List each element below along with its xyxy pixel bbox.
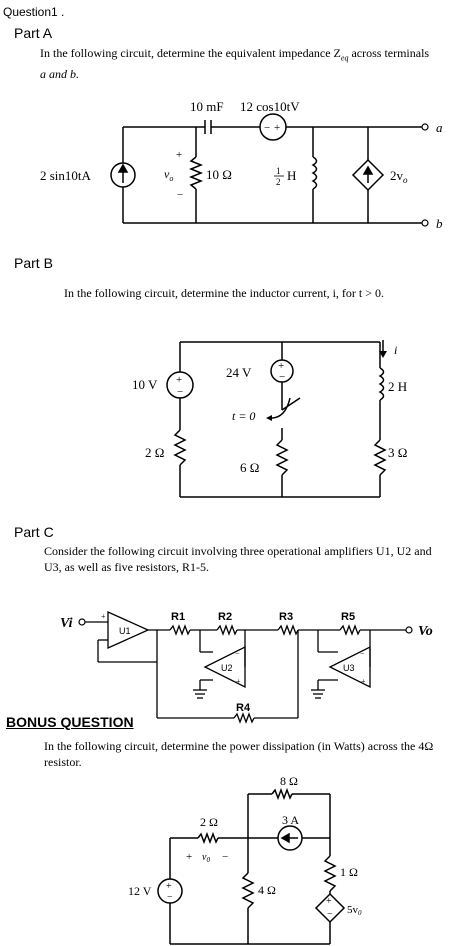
part-c-text: Consider the following circuit involving… [44,544,432,574]
svg-text:−: − [360,649,365,658]
r2-label: R2 [218,611,232,623]
circuit-part-b: + − + − 10 V 24 V t = 0 2 Ω 6 Ω 2 H 3 Ω … [132,340,407,498]
vo-label: v0 [202,852,210,864]
ind-num: 1 [276,166,281,176]
v24-label: 24 V [226,365,252,380]
svg-text:+: + [361,677,366,686]
vo-plus: + [186,851,192,863]
ind-den: 2 [276,177,281,187]
ind-label: 2 H [388,379,407,394]
part-c-heading: Part C [14,524,54,540]
circuit-bonus: 8 Ω 3 A 2 Ω + v0 − 12 V + − 4 Ω 1 Ω + − … [128,774,362,945]
svg-text:+: + [166,881,172,892]
r1-label: R1 [171,611,185,623]
term-a: a [436,120,443,135]
svg-text:−: − [167,892,173,903]
v24-minus: − [279,371,285,383]
vo-minus: − [222,851,228,863]
u1-label: U1 [119,626,131,636]
part-a-heading: Part A [14,25,53,41]
vsrc-plus: + [274,122,280,134]
ind-label: H [287,168,296,183]
r4-label: R4 [236,702,251,714]
r5-label: R5 [341,611,355,623]
vsrc-minus: − [264,122,270,134]
bonus-text: In the following circuit, determine the … [44,739,434,769]
svg-text:−: − [101,636,106,645]
vi-label: Vi [60,616,73,631]
u3-label: U3 [343,663,355,673]
svg-text:+: + [236,677,241,686]
term-b: b [436,216,443,231]
r1-label: 1 Ω [340,865,358,879]
part-b-text: In the following circuit, determine the … [64,286,385,300]
res-label: 10 Ω [206,167,232,182]
r3-label: R3 [279,611,293,623]
r6-label: 6 Ω [240,460,259,475]
v10-plus: + [176,374,182,386]
part-b-heading: Part B [14,255,53,271]
u2-label: U2 [221,663,233,673]
svg-text:+: + [326,896,332,907]
vsrc-label: 12 cos10tV [240,99,300,114]
svg-text:−: − [235,649,240,658]
v10-label: 10 V [132,377,158,392]
question-title: Question1 . [3,5,65,19]
vo-label: vo [164,167,173,183]
a3-label: 3 A [282,813,299,827]
part-a-text: In the following circuit, determine the … [40,46,430,82]
vo-minus: − [177,189,183,201]
dep-label: 5v0 [347,904,362,917]
isrc-label: 2 sin10tA [40,168,92,183]
r4-label: 4 Ω [258,883,276,897]
dep-label: 2vo [390,168,408,185]
cap-label: 10 mF [190,99,224,114]
svg-text:−: − [327,909,333,920]
r2-label: 2 Ω [200,815,218,829]
r3-label: 3 Ω [388,445,407,460]
svg-text:+: + [101,612,106,621]
current-label: i [394,343,397,357]
v12-label: 12 V [128,884,152,898]
r8-label: 8 Ω [280,774,298,788]
switch-label: t = 0 [232,409,255,423]
vo-plus: + [176,149,182,161]
circuit-part-c: Vi Vo U1 U2 U3 R1 R2 R3 R5 R4 + − − + − … [60,610,433,724]
v10-minus: − [177,386,183,398]
vo-label: Vo [418,624,433,639]
circuit-part-a: 10 mF 12 cos10tV − + 2 sin10tA + vo − 10… [40,99,443,231]
r2-label: 2 Ω [145,445,164,460]
v24-plus: + [278,360,284,372]
bonus-heading: BONUS QUESTION [6,714,134,730]
